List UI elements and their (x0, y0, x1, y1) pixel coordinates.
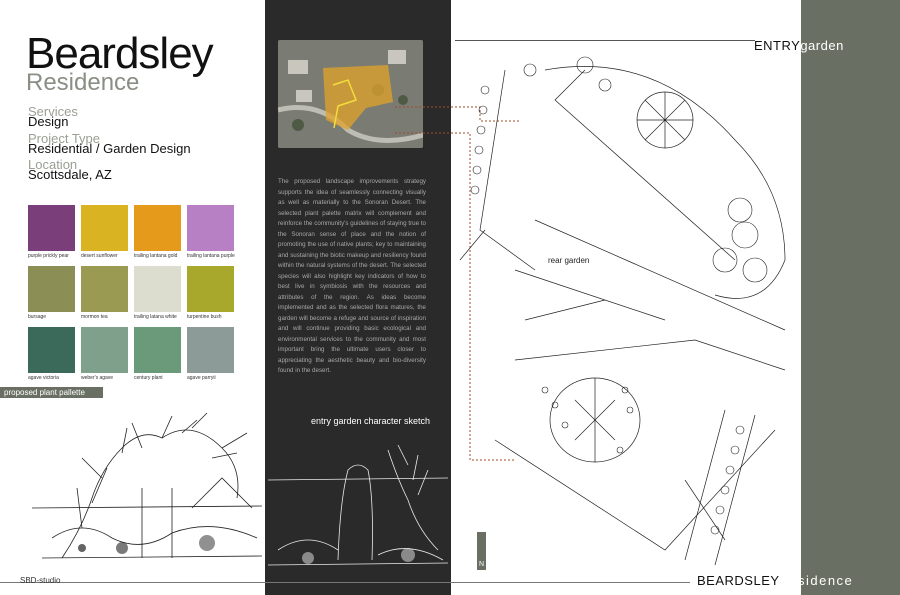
entry-title-a: ENTRY (754, 38, 801, 53)
plant-photo (28, 327, 75, 373)
entry-title-b: garden (800, 38, 844, 53)
footer-rule (0, 582, 690, 583)
aerial-photo (278, 40, 423, 148)
location-value: Scottsdale, AZ (28, 167, 112, 182)
right-band (801, 0, 900, 595)
leader-lines (395, 106, 520, 461)
north-label: N (478, 561, 485, 568)
plant-photo (187, 205, 234, 251)
location-label: Location (28, 157, 78, 172)
plant-photo (28, 266, 75, 312)
plant-caption: trailing lantana purple (187, 253, 235, 259)
plant-caption: desert sunflower (81, 253, 118, 259)
plant-caption: turpentine bush (187, 314, 222, 320)
plant-caption: purple prickly pear (28, 253, 69, 259)
project-title: Beardsley (26, 29, 214, 78)
plant-photo (187, 266, 234, 312)
plant-caption: agave parryii (187, 375, 216, 381)
planting-plan-drawings (459, 56, 786, 566)
plant-caption: agave victoria (28, 375, 59, 381)
entry-sketch-left (31, 412, 263, 559)
sketch-caption: entry garden character sketch (311, 416, 431, 426)
entry-garden-title: ENTRYgarden (754, 38, 844, 53)
north-arrow: N (477, 532, 486, 570)
footer-title: BEARDSLEY residence (697, 573, 853, 588)
project-description: The proposed landscape improvements stra… (278, 178, 426, 374)
plant-caption: weber's agave (81, 375, 114, 381)
plant-caption: trailing latana white (134, 314, 177, 320)
footer-title-b: residence (783, 573, 854, 588)
plant-photo (81, 327, 128, 373)
palette-label: proposed plant pallette (0, 387, 103, 398)
plant-photo (187, 327, 234, 373)
services-value: Design (28, 114, 69, 129)
studio-name: SBD-studio (20, 576, 61, 585)
plant-photo (134, 205, 181, 251)
plant-caption: mormon tea (81, 314, 108, 320)
plant-photo (134, 266, 181, 312)
plant-caption: century plant (134, 375, 163, 381)
entry-rule (455, 40, 755, 41)
plant-caption: bursage (28, 314, 47, 320)
project-type-value: Residential / Garden Design (28, 141, 191, 156)
entry-sketch-dark (268, 444, 448, 566)
project-type-label: Project Type (28, 131, 101, 146)
project-subtitle: Residence (26, 69, 140, 96)
plant-palette-grid: purple prickly pear desert sunflower trail… (28, 205, 238, 385)
services-label: Services (28, 104, 78, 119)
plant-caption: trailing lantana gold (134, 253, 178, 259)
plant-photo (81, 205, 128, 251)
rear-garden-label: rear garden (548, 256, 590, 265)
plant-photo (28, 205, 75, 251)
plant-photo (81, 266, 128, 312)
plant-photo (134, 327, 181, 373)
footer-title-a: BEARDSLEY (697, 573, 780, 588)
